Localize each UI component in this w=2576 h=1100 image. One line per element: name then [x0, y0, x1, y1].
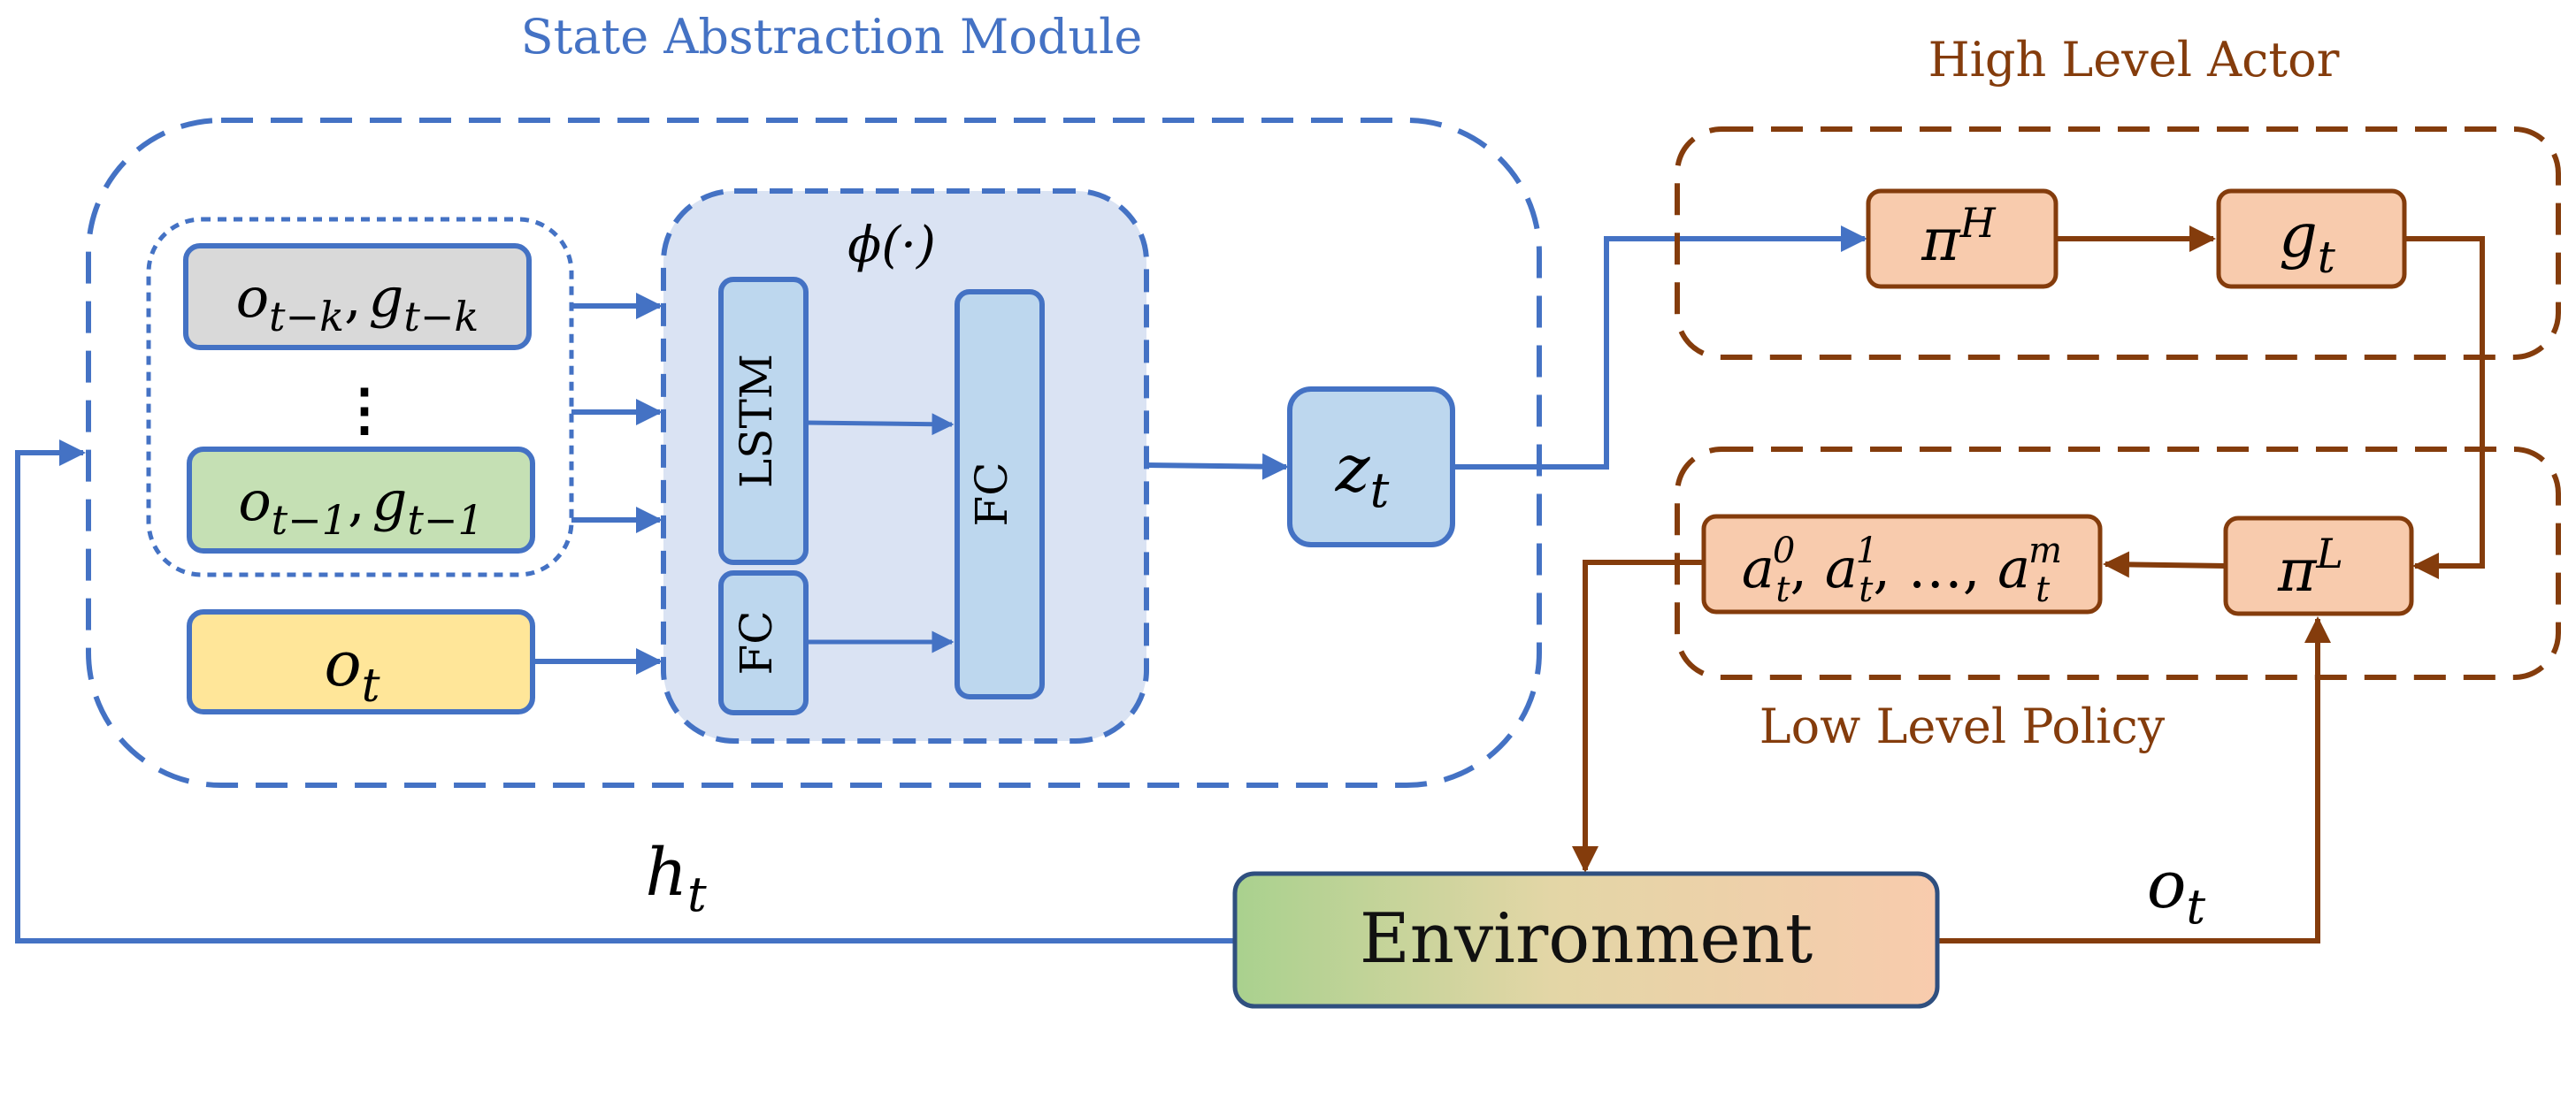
- history-obs-1-box: [187, 447, 535, 554]
- phi-label: ϕ(·): [847, 217, 936, 274]
- low-level-policy-title: Low Level Policy: [1760, 699, 2166, 754]
- state-abstraction-module-box: [86, 118, 1542, 788]
- history-obs-k-label: ot−k,gt−k: [236, 265, 479, 340]
- history-obs-k-box: [183, 243, 532, 350]
- fc-big-label: FC: [966, 462, 1017, 527]
- goal-label: gt: [2279, 202, 2336, 283]
- history-obs-1-label: ot−1,gt−1: [238, 469, 483, 544]
- state-abstraction-title: State Abstraction Module: [521, 9, 1143, 65]
- environment-box: [1232, 871, 1940, 1009]
- lstm-label: LSTM: [731, 354, 782, 488]
- fc-big-box: [954, 289, 1045, 699]
- arrow-lstm-to-fc: [805, 413, 954, 436]
- env-obs-label: ot: [2147, 847, 2206, 935]
- hidden-h-label: ht: [645, 835, 707, 922]
- high-level-actor-box: [1675, 126, 2561, 360]
- high-level-actor-title: High Level Actor: [1928, 32, 2340, 88]
- fc-small-label: FC: [731, 611, 782, 676]
- arrow-env-to-pi-l: [1937, 616, 2331, 943]
- pi-l-label: πL: [2277, 530, 2343, 605]
- arrow-goal-to-pi-l: [2404, 236, 2485, 579]
- arrow-z-to-pi-h: [1453, 225, 1867, 470]
- arrow-actions-to-env: [1572, 560, 1704, 873]
- environment-label: Environment: [1360, 899, 1813, 979]
- arrow-pi-l-to-actions: [2103, 551, 2227, 578]
- arrow-phi-to-z: [1146, 453, 1289, 480]
- arrow-env-to-state-module: [15, 439, 1235, 943]
- lstm-box: [718, 277, 809, 565]
- pi-h-label: πH: [1920, 199, 1996, 274]
- history-ellipsis: ⋮: [336, 377, 393, 443]
- latent-z-label: zt: [1335, 431, 1390, 518]
- current-obs-label: ot: [324, 628, 380, 713]
